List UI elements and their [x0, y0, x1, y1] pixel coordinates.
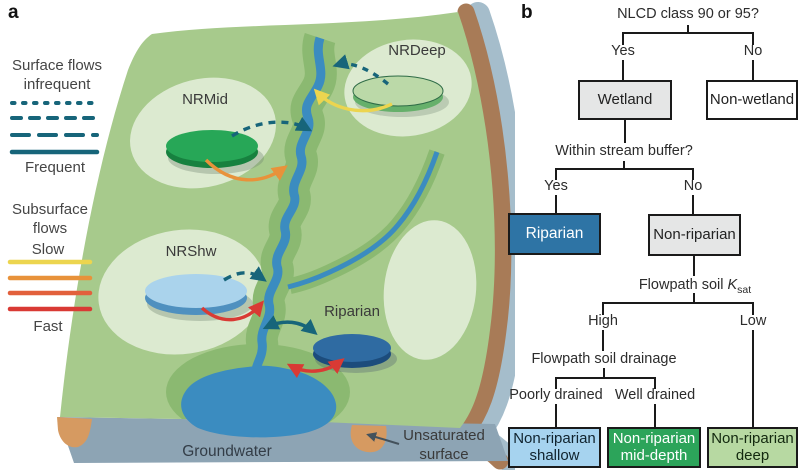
legend-frequent-label: Frequent: [25, 159, 86, 176]
shallow-label-line2: shallow: [529, 446, 580, 464]
node-wetland: Wetland: [578, 80, 672, 120]
landscape-panel: NRMid NRDeep NRShw Riparian Groundwater …: [7, 2, 515, 470]
branch-yes-1: Yes: [611, 43, 635, 59]
node-wetland-label: Wetland: [597, 90, 653, 108]
unsaturated-label-line2: surface: [419, 446, 468, 463]
riparian-subsurface-exchange-arrow: [286, 358, 345, 379]
legend-subsurface-title-line2: flows: [33, 220, 67, 237]
legend-subsurface-title-line1: Subsurface: [12, 201, 88, 218]
node-non-riparian-label: Non-riparian: [653, 225, 736, 243]
nrshw-wetland: [145, 274, 247, 308]
branch-high: High: [588, 313, 618, 329]
shallow-label-line1: Non-riparian: [513, 429, 596, 447]
node-riparian: Riparian: [508, 213, 601, 255]
branch-no-1: No: [743, 43, 763, 59]
nrmid-surface-flow-arrow: [231, 116, 313, 138]
nrshw-surface-flow-arrow: [223, 266, 267, 282]
panel-a-label: a: [8, 2, 19, 23]
branch-yes-2: Yes: [544, 178, 568, 194]
node-non-wetland: Non-wetland: [706, 80, 798, 120]
deep-label-line1: Non-riparian: [711, 429, 794, 447]
upland-patch-right: [383, 220, 477, 360]
riparian-label: Riparian: [324, 303, 380, 320]
question-stream-buffer: Within stream buffer?: [555, 143, 693, 159]
riparian-wetland: [313, 334, 391, 362]
riparian-surface-exchange-arrow: [262, 315, 318, 336]
branch-low: Low: [739, 313, 767, 329]
branch-poorly-drained: Poorly drained: [509, 387, 603, 403]
unsaturated-patch-left: [57, 417, 92, 448]
nrshw-label: NRShw: [166, 243, 217, 260]
nrdeep-subsurface-flow-arrow: [313, 88, 393, 113]
node-non-riparian-mid-depth: Non-riparian mid-depth: [607, 427, 701, 468]
node-non-riparian-shallow: Non-riparian shallow: [508, 427, 601, 468]
node-non-riparian: Non-riparian: [648, 214, 741, 256]
question-nlcd-class: NLCD class 90 or 95?: [617, 6, 759, 22]
nrmid-wetland: [166, 130, 258, 162]
legend-fast-label: Fast: [33, 318, 63, 335]
groundwater-label: Groundwater: [182, 443, 272, 460]
branch-no-2: No: [683, 178, 703, 194]
question-soil-drainage: Flowpath soil drainage: [531, 351, 677, 367]
node-non-riparian-deep: Non-riparian deep: [707, 427, 798, 468]
legend-surface-title-line1: Surface flows: [12, 57, 102, 74]
question-flowpath-ksat: Flowpath soil Ksat: [639, 277, 751, 296]
unsaturated-label-line1: Unsaturated: [403, 427, 485, 444]
branch-well-drained: Well drained: [614, 387, 696, 403]
nrshw-subsurface-flow-arrow: [200, 300, 265, 322]
pond: [181, 365, 337, 438]
ksat-subscript: sat: [737, 283, 752, 296]
deep-label-line2: deep: [735, 446, 770, 464]
ksat-prefix: Flowpath soil: [638, 277, 728, 293]
nrdeep-surface-flow-arrow: [332, 54, 390, 86]
node-riparian-label: Riparian: [525, 225, 584, 243]
stream-tributary: [287, 151, 440, 290]
ksat-variable: K: [727, 277, 738, 293]
unsaturated-pointer-arrow: [366, 432, 400, 445]
node-non-wetland-label: Non-wetland: [709, 90, 795, 108]
legend-surface-title-line2: infrequent: [24, 76, 92, 93]
nrmid-label: NRMid: [182, 91, 228, 108]
nrmid-subsurface-flow-arrow: [204, 158, 288, 182]
groundwater-band: [58, 417, 508, 463]
nrdeep-label: NRDeep: [388, 42, 446, 59]
mid-depth-label-line2: mid-depth: [620, 446, 688, 464]
panel-b-label: b: [521, 2, 533, 23]
nrdeep-wetland: [352, 75, 444, 107]
legend-slow-label: Slow: [32, 241, 65, 258]
mid-depth-label-line1: Non-riparian: [612, 429, 696, 447]
